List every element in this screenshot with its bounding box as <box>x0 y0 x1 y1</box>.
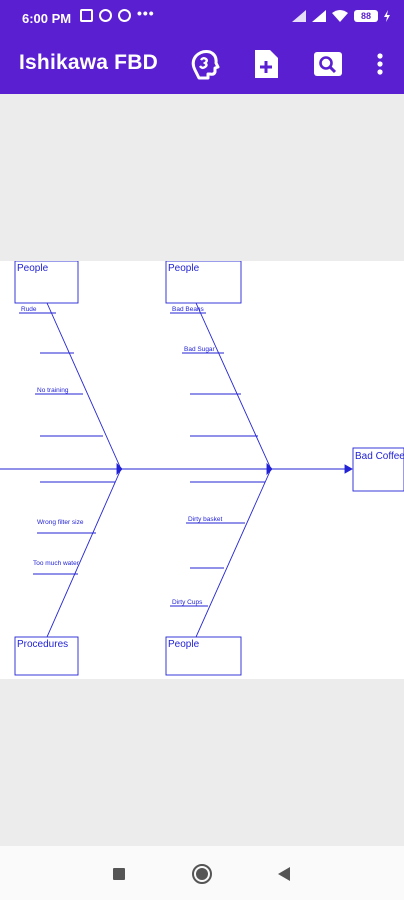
canvas-area[interactable]: Bad Coffee People People Procedures Peop… <box>0 94 404 846</box>
navigation-bar <box>0 846 404 900</box>
status-bar: 6:00 PM ••• 88 <box>0 0 404 34</box>
status-time: 6:00 PM <box>22 11 72 26</box>
ai-head-button[interactable] <box>186 46 222 82</box>
cause-label[interactable]: Wrong filter size <box>37 519 84 526</box>
cause-label[interactable]: Bad Beans <box>172 306 205 313</box>
vpn-icon <box>118 9 131 22</box>
app-title: Ishikawa FBD <box>19 51 158 74</box>
category-label[interactable]: People <box>17 263 49 274</box>
recents-button[interactable] <box>108 863 130 885</box>
category-label[interactable]: People <box>168 263 200 274</box>
cause-label[interactable]: No training <box>37 387 69 394</box>
no-disturb-icon <box>99 9 112 22</box>
category-label[interactable]: People <box>168 639 200 650</box>
more-vert-icon <box>377 53 383 75</box>
effect-label[interactable]: Bad Coffee <box>355 451 404 462</box>
search-button[interactable] <box>310 46 346 82</box>
cause-label[interactable]: Dirty Cups <box>172 599 203 606</box>
cause-label[interactable]: Too much water <box>33 560 80 567</box>
back-button[interactable] <box>273 863 295 885</box>
cause-label[interactable]: Dirty basket <box>188 516 223 523</box>
home-button[interactable] <box>191 863 213 885</box>
signal-icon <box>292 10 306 22</box>
charging-icon <box>384 10 390 22</box>
cause-label[interactable]: Rude <box>21 306 37 313</box>
ai-head-icon <box>191 50 220 80</box>
search-icon <box>314 52 342 76</box>
app-bar: Ishikawa FBD <box>0 34 404 94</box>
home-icon <box>192 864 212 884</box>
overflow-dots: ••• <box>137 4 155 21</box>
wifi-icon <box>332 10 348 22</box>
cause-label-line: Wrong filter size <box>37 519 84 526</box>
battery-icon: 88 <box>354 10 378 22</box>
more-options-button[interactable] <box>362 46 398 82</box>
new-file-icon <box>255 50 278 78</box>
recents-icon <box>113 868 125 880</box>
fishbone-diagram[interactable]: Bad Coffee People People Procedures Peop… <box>0 261 404 679</box>
message-icon <box>80 9 93 22</box>
new-file-button[interactable] <box>248 46 284 82</box>
cause-label[interactable]: Bad Sugar <box>184 346 216 353</box>
signal-icon <box>312 10 326 22</box>
back-icon <box>278 867 290 881</box>
category-label[interactable]: Procedures <box>17 639 68 650</box>
